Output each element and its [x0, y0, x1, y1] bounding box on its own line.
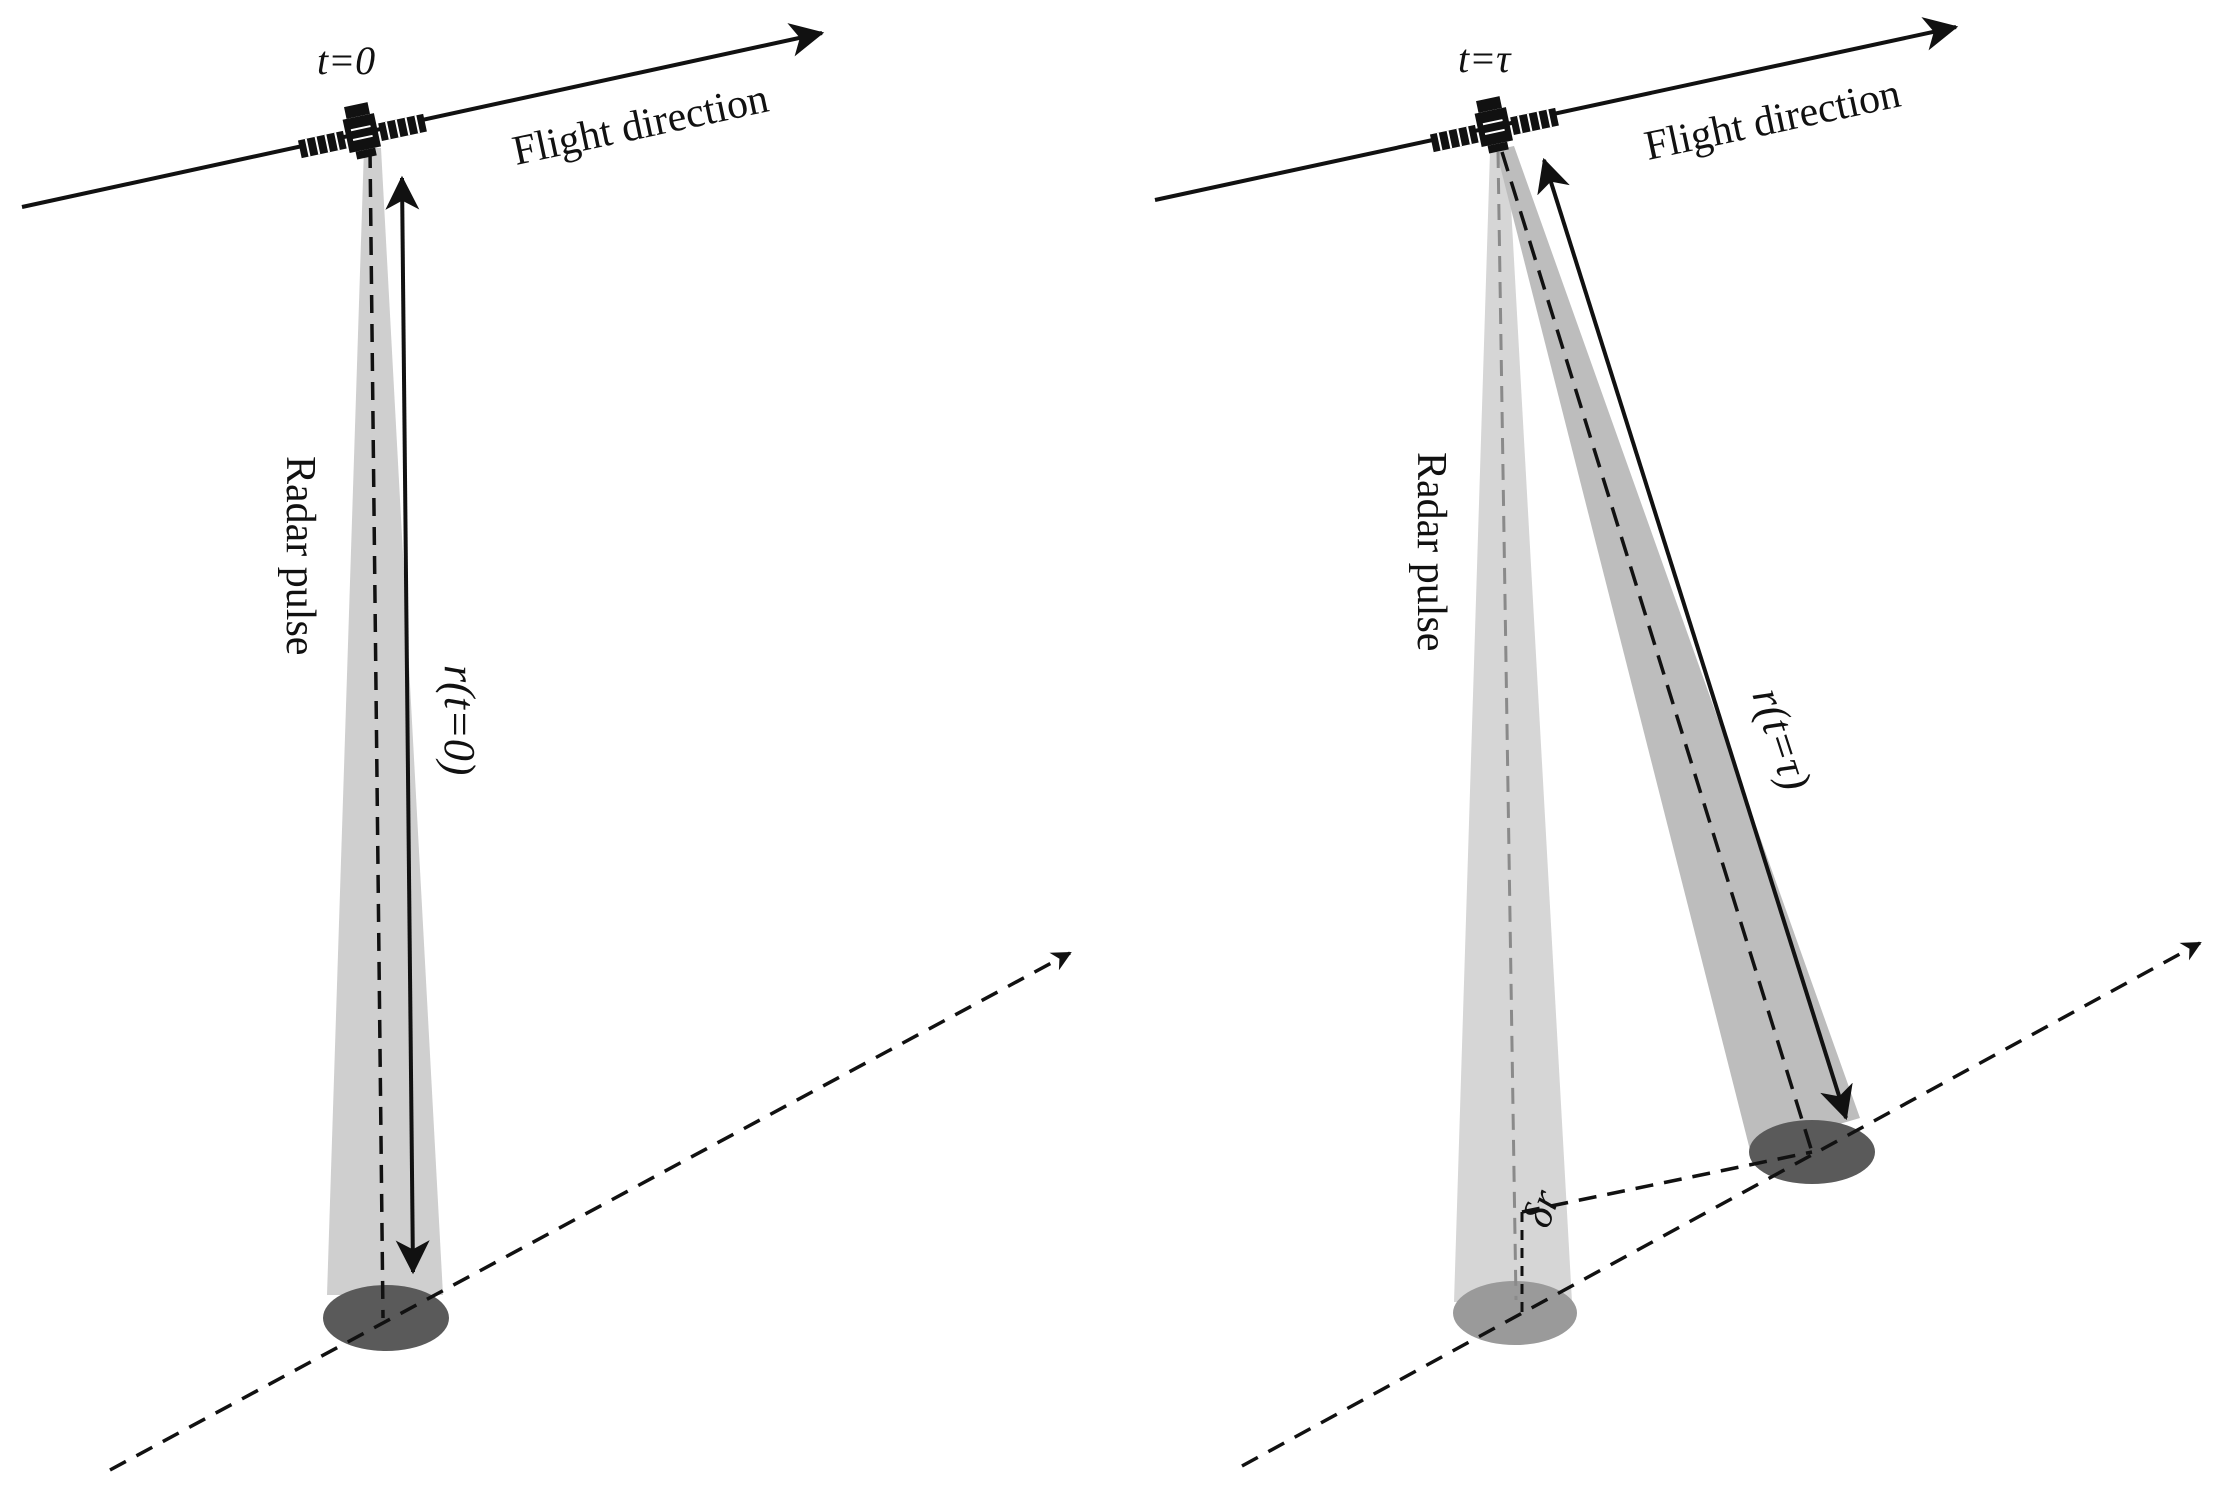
left-footprint	[323, 1285, 449, 1351]
left-radar-beam	[327, 148, 443, 1295]
left-ground-track	[109, 951, 1072, 1472]
right-delta-line-1	[1521, 1150, 1813, 1214]
left-pulse-label: Radar pulse	[277, 456, 323, 655]
left-range-arrow	[385, 175, 430, 1275]
right-vertical-footprint	[1453, 1281, 1577, 1345]
right-ground-track	[1241, 941, 2202, 1468]
left-panel: t=0 Flight direction Radar pulse r(t=0)	[21, 23, 1072, 1472]
right-time-label: t=τ	[1458, 36, 1512, 81]
satellite-icon	[292, 90, 431, 172]
right-pulse-label: Radar pulse	[1408, 452, 1454, 651]
left-nadir-line	[368, 149, 385, 1319]
right-range-label: r(t=τ)	[1742, 682, 1821, 796]
right-range-arrow	[1537, 157, 1853, 1121]
left-time-label: t=0	[317, 38, 375, 83]
right-panel: t=τ Flight direction Radar pulse r(t=τ) …	[1154, 17, 2202, 1468]
left-range-label: r(t=0)	[435, 665, 484, 775]
right-ghost-nadir-line	[1496, 151, 1518, 1301]
